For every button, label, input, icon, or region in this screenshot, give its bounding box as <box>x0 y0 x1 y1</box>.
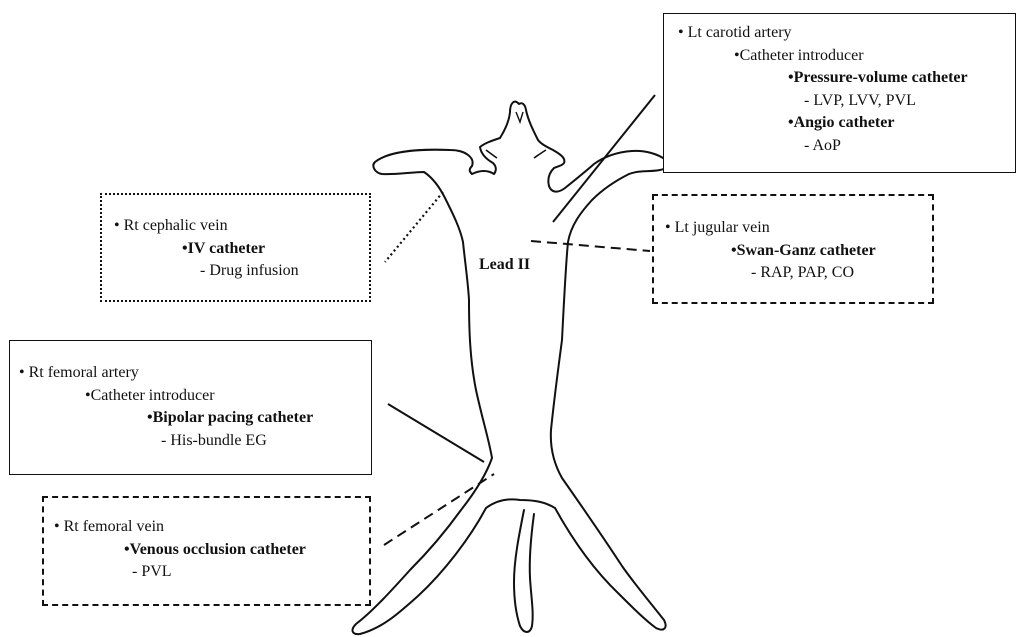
animal-body-outline <box>353 102 668 635</box>
callout-line: - RAP, PAP, CO <box>665 262 932 285</box>
callout-line: •Catheter introducer <box>678 45 1015 68</box>
callout-site: • Rt cephalic vein <box>114 215 369 238</box>
callout-rt-cephalic-vein: • Rt cephalic vein •IV catheter - Drug i… <box>100 193 371 302</box>
leader-line-jugular <box>531 241 650 251</box>
animal-ear-right-detail <box>534 150 546 158</box>
callout-line-bold: •IV catheter <box>114 238 369 261</box>
callout-site: • Rt femoral artery <box>19 362 371 385</box>
callout-rt-femoral-vein: • Rt femoral vein •Venous occlusion cath… <box>42 496 371 606</box>
callout-line-bold: •Venous occlusion catheter <box>54 539 369 562</box>
callout-line-bold: •Angio catheter <box>678 112 1015 135</box>
lead-ii-label: Lead II <box>479 256 530 274</box>
callout-line: - Drug infusion <box>114 260 369 283</box>
callout-line: - His-bundle EG <box>19 430 371 453</box>
callout-site: • Rt femoral vein <box>54 516 369 539</box>
animal-snout-detail <box>516 112 523 122</box>
callout-line: - LVP, LVV, PVL <box>678 90 1015 113</box>
callout-line: - AoP <box>678 135 1015 158</box>
leader-line-femoral-vein <box>384 474 494 545</box>
animal-tail-outline <box>514 510 534 632</box>
leader-line-carotid <box>553 95 655 222</box>
callout-line-bold: •Bipolar pacing catheter <box>19 407 371 430</box>
leader-line-femoral-artery <box>388 404 484 462</box>
animal-ear-left-detail <box>486 150 497 158</box>
callout-lt-jugular-vein: • Lt jugular vein •Swan-Ganz catheter - … <box>652 194 934 304</box>
callout-line-bold: •Pressure-volume catheter <box>678 67 1015 90</box>
callout-rt-femoral-artery: • Rt femoral artery •Catheter introducer… <box>9 340 372 475</box>
leader-line-cephalic <box>385 192 443 262</box>
callout-lt-carotid-artery: • Lt carotid artery •Catheter introducer… <box>663 13 1016 173</box>
callout-line: - PVL <box>54 561 369 584</box>
callout-line: •Catheter introducer <box>19 385 371 408</box>
callout-site: • Lt jugular vein <box>665 217 932 240</box>
callout-site: • Lt carotid artery <box>678 22 1015 45</box>
callout-line-bold: •Swan-Ganz catheter <box>665 240 932 263</box>
